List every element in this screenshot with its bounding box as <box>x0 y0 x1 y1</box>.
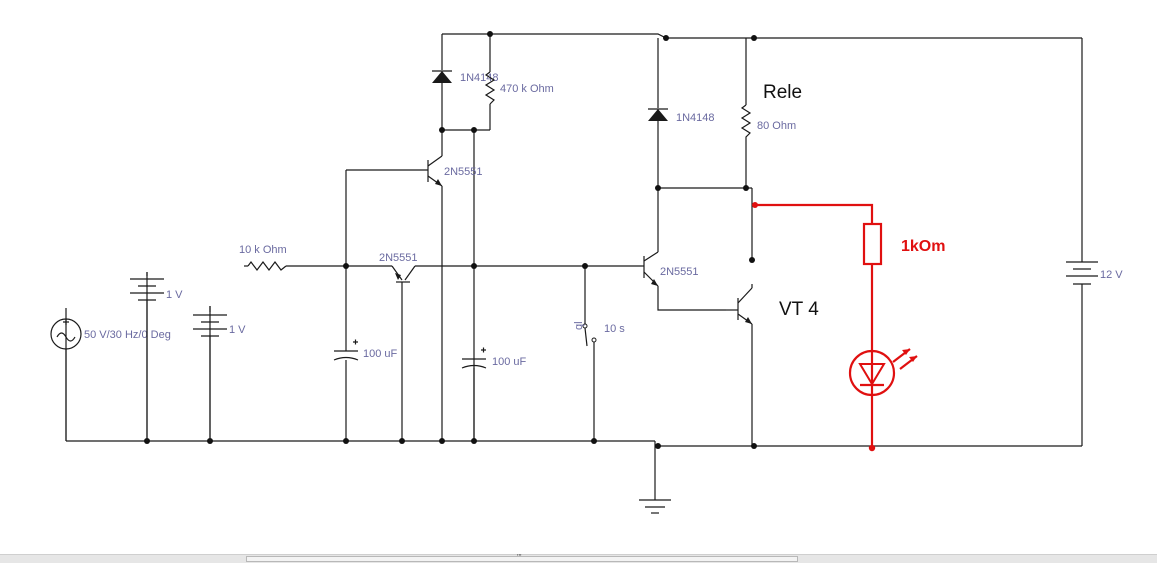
junction-dots <box>144 31 757 449</box>
battery-2[interactable]: 1 V <box>193 306 246 441</box>
relay-coil-label: 80 Ohm <box>757 120 796 132</box>
diode-d2-label: 1N4148 <box>676 112 715 124</box>
transistor-vt3[interactable]: 2N5551 <box>642 251 699 287</box>
switch-timer[interactable]: ql 10 s <box>573 321 625 347</box>
led-indicator-circuit[interactable]: 1kOm <box>752 202 945 452</box>
switch-time-label: 10 s <box>604 323 625 335</box>
relay-coil[interactable]: 80 Ohm Rele <box>740 82 802 145</box>
resistor-1kom[interactable] <box>862 222 883 266</box>
battery-supply[interactable]: 12 V <box>1066 261 1123 285</box>
vt4-name-label: VT 4 <box>779 299 819 320</box>
resistor-1kom-label: 1kOm <box>901 238 945 255</box>
battery-supply-label: 12 V <box>1100 269 1123 281</box>
transistor-vt1-label: 2N5551 <box>444 166 483 178</box>
ac-source-label: 50 V/30 Hz/0 Deg <box>84 329 171 341</box>
diode-d2[interactable]: 1N4148 <box>648 108 715 124</box>
switch-key-label: ql <box>573 321 585 330</box>
transistor-vt2[interactable]: 2N5551 <box>379 252 418 283</box>
capacitor-c1[interactable]: 100 uF <box>333 339 398 361</box>
wires <box>65 33 1083 500</box>
scrollbar-grip: ''' <box>517 553 522 562</box>
resistor-10k-label: 10 k Ohm <box>239 244 287 256</box>
resistor-10k[interactable]: 10 k Ohm <box>239 244 287 271</box>
battery-2-label: 1 V <box>229 324 246 336</box>
transistor-vt1[interactable]: 2N5551 <box>427 155 483 187</box>
capacitor-c2-label: 100 uF <box>492 356 527 368</box>
resistor-470k[interactable]: 470 k Ohm <box>484 71 554 105</box>
capacitor-c2[interactable]: 100 uF <box>461 347 527 369</box>
diode-d1[interactable]: 1N4148 <box>432 70 499 84</box>
capacitor-c1-label: 100 uF <box>363 348 398 360</box>
resistor-470k-label: 470 k Ohm <box>500 83 554 95</box>
relay-name-label: Rele <box>763 82 802 103</box>
transistor-vt4[interactable]: VT 4 <box>726 287 819 325</box>
transistor-vt2-label: 2N5551 <box>379 252 418 264</box>
battery-1-label: 1 V <box>166 289 183 301</box>
ac-source[interactable]: 50 V/30 Hz/0 Deg <box>50 308 171 441</box>
ground-symbol <box>639 499 671 514</box>
diode-d1-label: 1N4148 <box>460 72 499 84</box>
scrollbar-thumb[interactable]: ''' <box>246 553 798 562</box>
transistor-vt3-label: 2N5551 <box>660 266 699 278</box>
battery-1[interactable]: 1 V <box>130 272 183 441</box>
